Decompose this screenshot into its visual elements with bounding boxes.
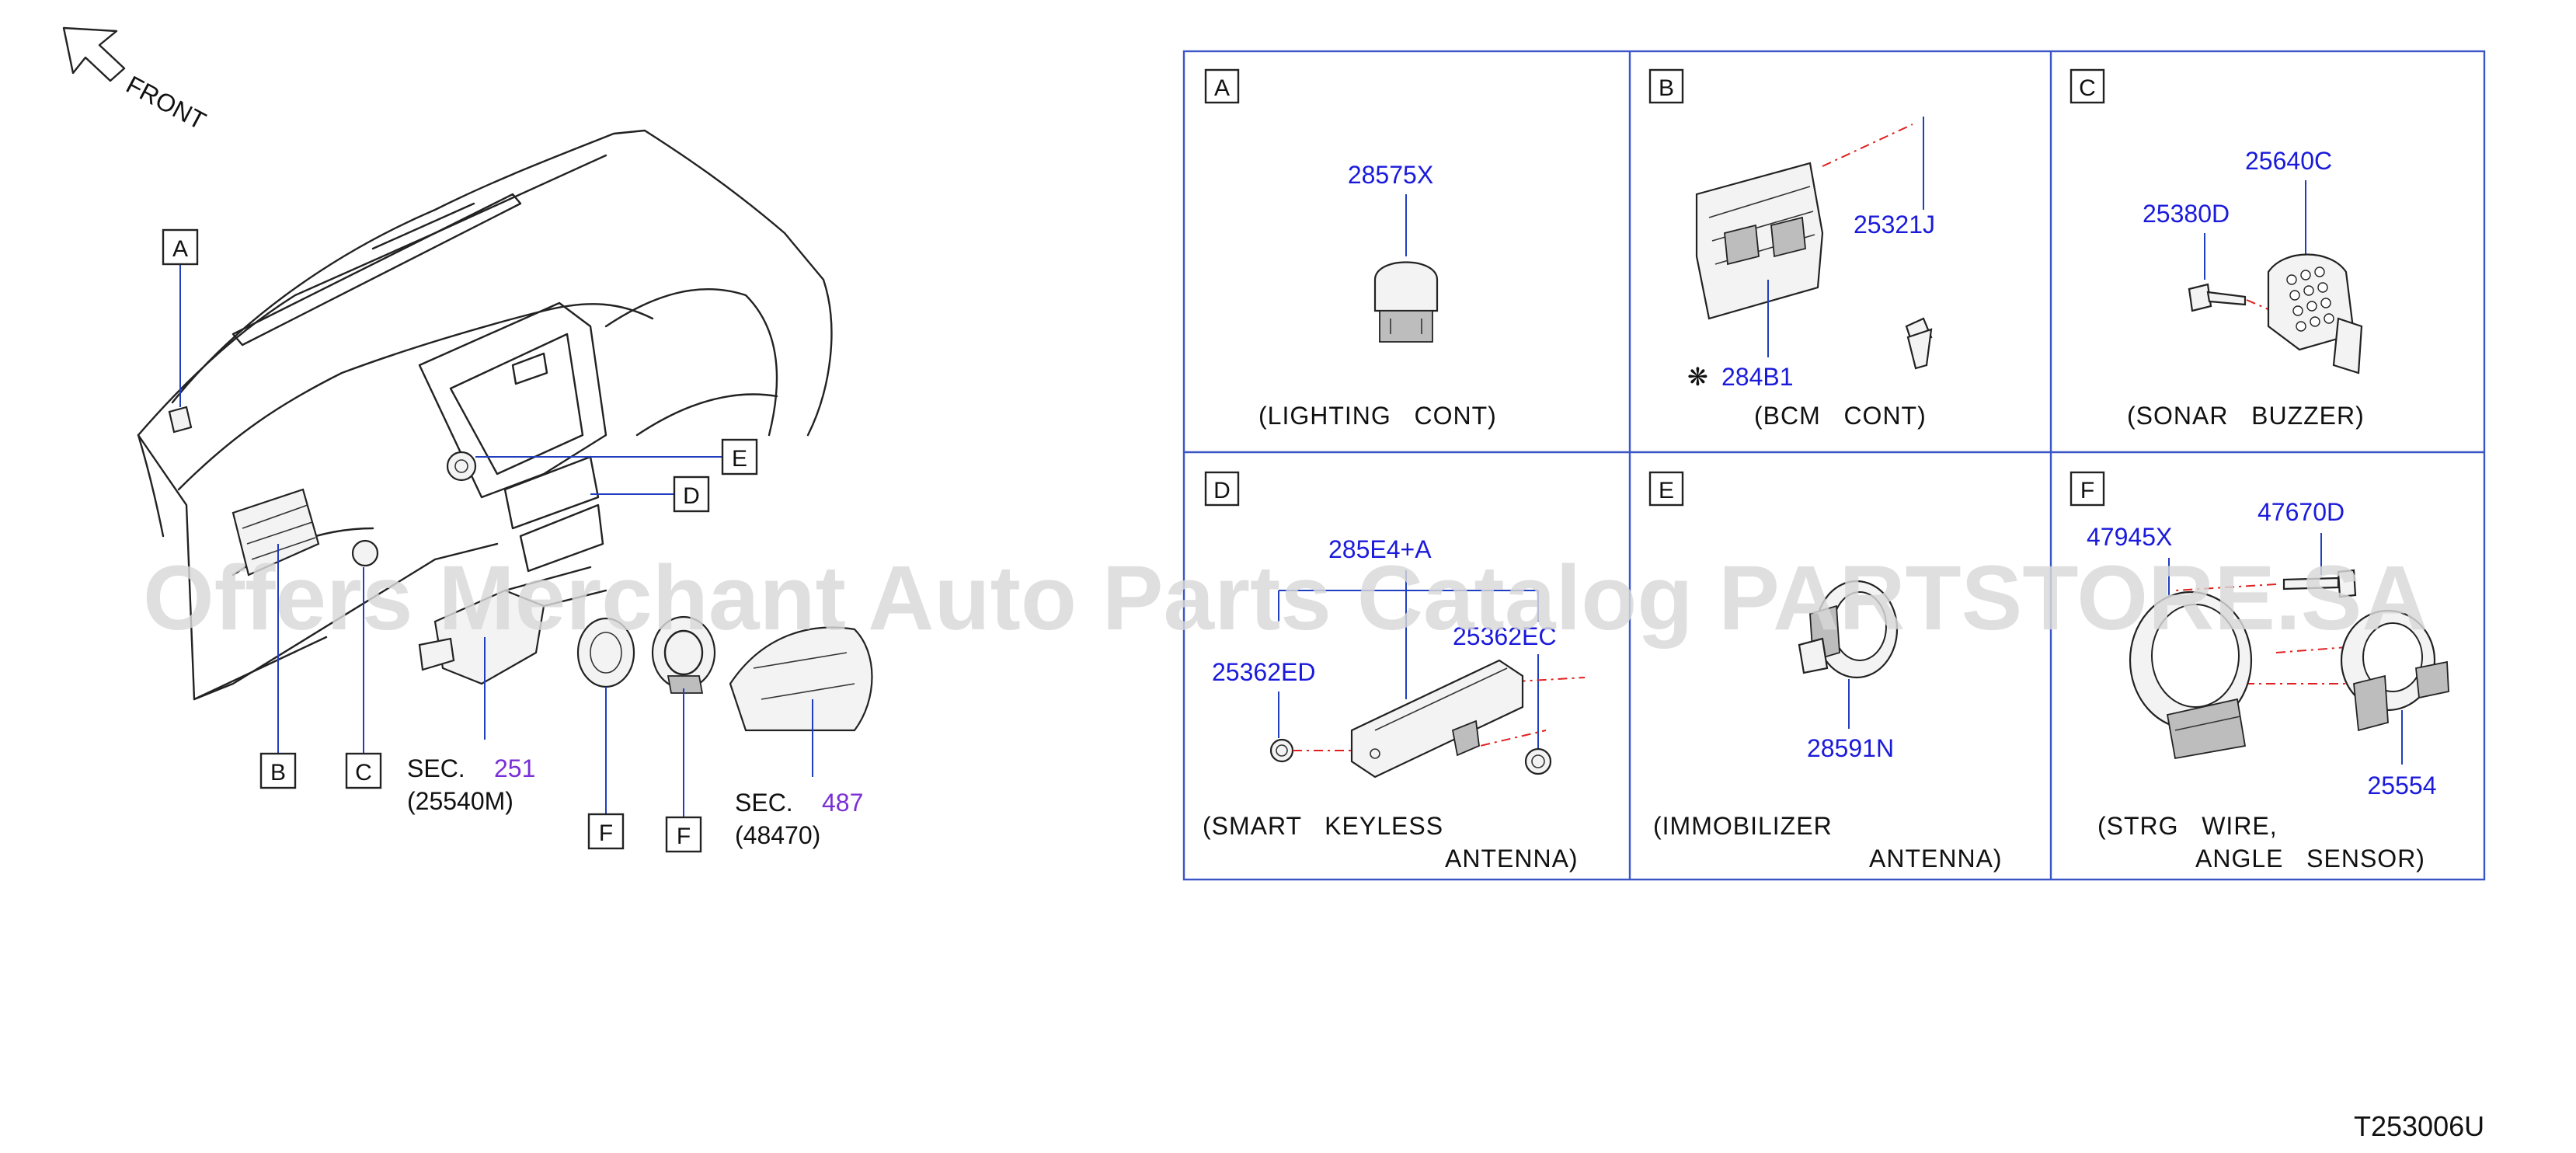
panel-f-part-47670d[interactable]: 47670D <box>2257 498 2345 526</box>
screw-25380d <box>2188 283 2247 312</box>
panel-b-letter: B <box>1659 75 1674 101</box>
panel-d-part-285e4a[interactable]: 285E4+A <box>1328 535 1432 563</box>
marker-a-letter: A <box>172 236 188 262</box>
panel-d-letter: D <box>1213 478 1231 503</box>
note-symbol-icon: ❋ <box>1687 363 1708 391</box>
front-label: FRONT <box>122 70 211 135</box>
panel-f-part-47945x[interactable]: 47945X <box>2087 523 2172 551</box>
panel-c-caption: (SONAR BUZZER) <box>2127 402 2365 430</box>
front-arrow-icon <box>62 26 126 82</box>
panel-d-caption-2: ANTENNA) <box>1445 845 1579 873</box>
screw-47670d <box>2282 569 2357 598</box>
panel-c-part-25640c[interactable]: 25640C <box>2245 147 2332 175</box>
marker-d: D <box>673 475 710 513</box>
panel-f-part-25554[interactable]: 25554 <box>2368 772 2437 799</box>
sonar-buzzer <box>2267 253 2363 374</box>
panel-a-caption: (LIGHTING CONT) <box>1258 402 1497 430</box>
panel-d: D 285E4+A 25362EC 25362ED (SMART KEYLESS… <box>1203 471 1586 873</box>
bcm-unit <box>1695 162 1824 320</box>
lighting-switch <box>1373 261 1439 343</box>
overview-leaders <box>179 264 813 817</box>
panel-f-letter: F <box>2080 478 2094 503</box>
steering-wire-ring <box>2129 590 2253 760</box>
panel-f: F 47945X 47670D 25554 (STRG WIRE, ANGLE … <box>2070 471 2449 873</box>
dashboard-illustration <box>137 129 873 732</box>
sec-487-number[interactable]: 487 <box>822 789 863 817</box>
watermark: Offers Merchant Auto Parts Catalog PARTS… <box>143 547 2428 650</box>
sec-487-ref: SEC. 487 (48470) <box>735 789 863 849</box>
marker-e-letter: E <box>732 446 747 472</box>
panel-f-caption-2: ANGLE SENSOR) <box>2195 845 2425 873</box>
panel-e: E 28591N (IMMOBILIZER ANTENNA) <box>1648 471 2003 873</box>
panel-b-caption: (BCM CONT) <box>1754 402 1927 430</box>
smart-keyless-antenna <box>1350 659 1524 779</box>
panel-e-letter: E <box>1659 478 1674 503</box>
panel-f-caption-1: (STRG WIRE, <box>2097 812 2278 840</box>
panel-a: A 28575X (LIGHTING CONT) <box>1204 68 1497 430</box>
sec-487-prefix: SEC. <box>735 789 793 817</box>
immobilizer-ring <box>1798 580 1899 679</box>
marker-f-1: F <box>587 813 625 850</box>
detail-grid <box>1182 50 2486 881</box>
marker-f-1-letter: F <box>599 820 613 846</box>
sec-251-ref: SEC. 251 (25540M) <box>407 754 535 815</box>
marker-b-letter: B <box>270 760 286 786</box>
panel-d-part-25362ec[interactable]: 25362EC <box>1453 622 1556 650</box>
sec-487-part: (48470) <box>735 821 820 849</box>
panel-e-caption-1: (IMMOBILIZER <box>1653 812 1833 840</box>
panel-b-part-25321j[interactable]: 25321J <box>1854 211 1935 239</box>
panel-c: C 25640C 25380D (SONAR BUZZER) <box>2070 68 2365 430</box>
marker-c: C <box>345 752 382 789</box>
panel-a-letter: A <box>1214 75 1230 101</box>
bolt-25321j <box>1905 317 1933 370</box>
angle-sensor <box>2340 609 2449 732</box>
marker-a: A <box>162 228 199 266</box>
panel-e-part-28591n[interactable]: 28591N <box>1807 734 1894 762</box>
panel-b-part-284b1[interactable]: 284B1 <box>1721 363 1794 391</box>
panel-a-part-28575x[interactable]: 28575X <box>1348 161 1433 189</box>
sec-251-number[interactable]: 251 <box>494 754 535 782</box>
marker-b: B <box>259 752 297 789</box>
panel-e-caption-2: ANTENNA) <box>1869 845 2003 873</box>
panel-d-caption-1: (SMART KEYLESS <box>1203 812 1443 840</box>
panel-c-part-25380d[interactable]: 25380D <box>2143 200 2230 228</box>
sec-251-prefix: SEC. <box>407 754 465 782</box>
marker-e: E <box>721 438 758 475</box>
diagram-code: T253006U <box>2354 1110 2484 1142</box>
panel-b: B 25321J ❋ 284B1 (BCM CONT) <box>1648 68 1935 430</box>
panel-c-letter: C <box>2079 75 2096 101</box>
marker-f-2: F <box>665 816 702 853</box>
panel-d-part-25362ed[interactable]: 25362ED <box>1212 658 1315 686</box>
marker-f-2-letter: F <box>677 824 691 849</box>
sec-251-part: (25540M) <box>407 787 513 815</box>
marker-c-letter: C <box>355 760 372 786</box>
marker-d-letter: D <box>683 483 700 509</box>
